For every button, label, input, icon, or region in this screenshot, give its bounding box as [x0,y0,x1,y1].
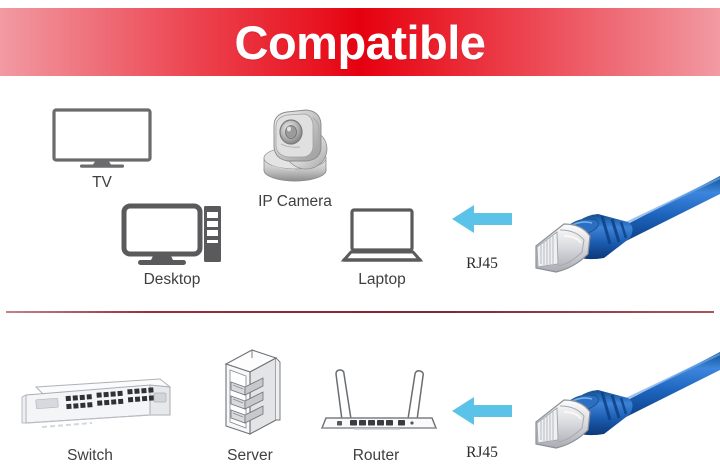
server-label: Server [227,447,273,464]
switch-label: Switch [67,447,113,464]
router-label: Router [352,447,400,464]
section-divider [6,311,714,313]
desktop-icon [121,203,222,266]
desktop-label: Desktop [143,271,201,288]
arrow-left-icon [452,203,514,235]
ip-camera-label: IP Camera [258,193,332,210]
rj45-label-top: RJ45 [466,255,498,272]
switch-icon [21,375,172,435]
laptop-label: Laptop [358,271,406,288]
rj45-cable-image [524,176,720,292]
laptop-icon [340,208,424,262]
header-banner: Compatible [0,8,720,76]
rj45-label-bottom: RJ45 [466,444,498,461]
server-icon [218,348,284,440]
arrow-left-icon-bottom [452,395,514,427]
router-icon [320,366,438,432]
ip-camera-icon [250,100,340,186]
rj45-cable-image-bottom [524,352,720,470]
tv-label: TV [92,174,112,191]
tv-icon [52,108,152,168]
page-title: Compatible [234,15,486,69]
